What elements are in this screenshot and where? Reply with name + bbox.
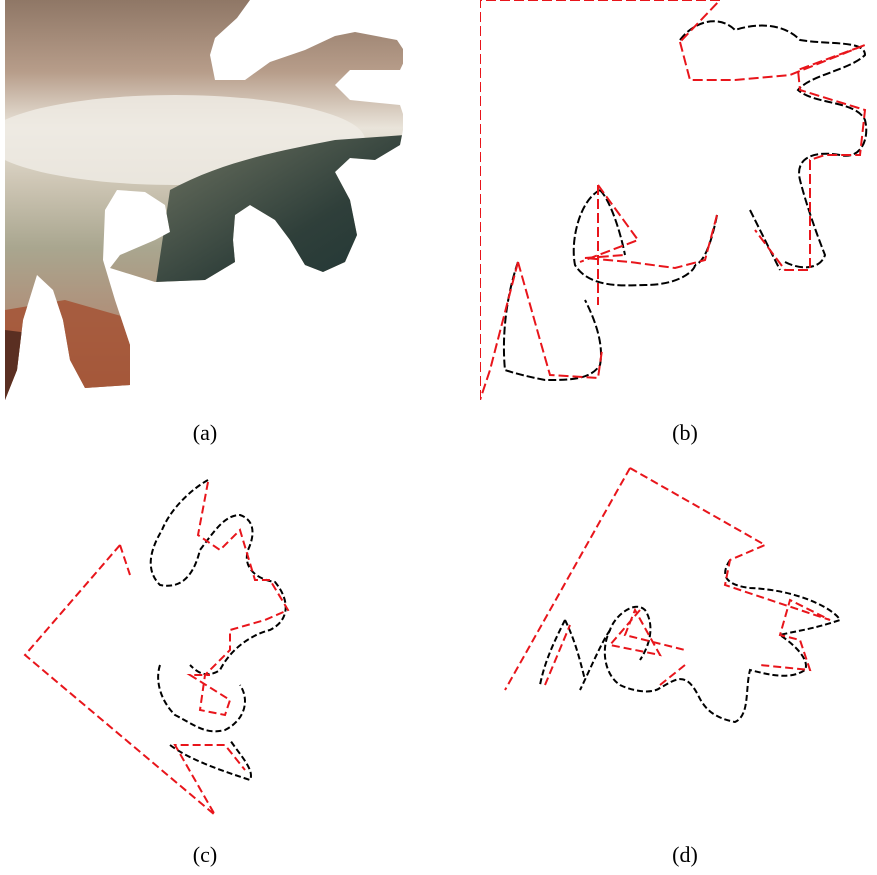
caption-d: (d) — [655, 842, 715, 868]
contour-plot-c — [20, 470, 340, 830]
panel-d-contour — [500, 460, 850, 740]
contour-plot-d — [500, 460, 850, 740]
panel-a-image — [5, 0, 403, 400]
contour-plot-b — [480, 0, 877, 400]
caption-a: (a) — [175, 420, 235, 446]
panel-c-contour — [20, 470, 340, 830]
caption-b: (b) — [655, 420, 715, 446]
puzzle-photo — [5, 0, 403, 400]
panel-b-contour — [480, 0, 877, 400]
caption-c: (c) — [175, 842, 235, 868]
